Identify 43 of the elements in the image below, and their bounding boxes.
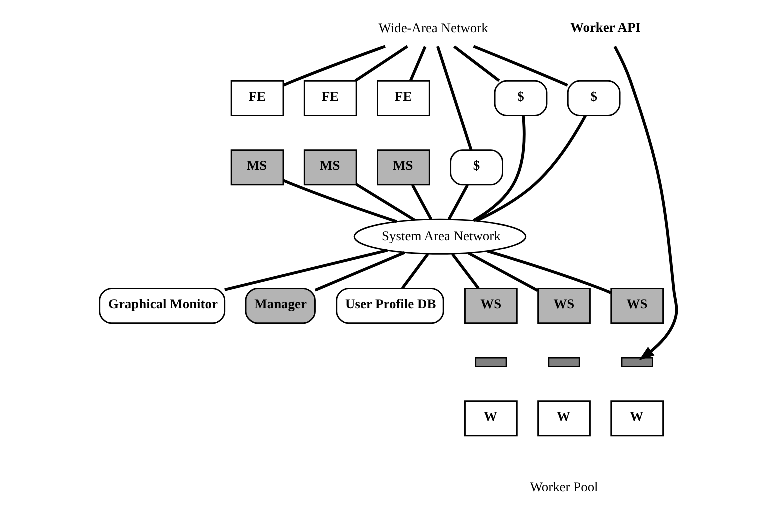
- connector: [283, 179, 398, 224]
- node-box: FE: [377, 80, 430, 116]
- connector: [476, 115, 587, 222]
- connector: [473, 116, 526, 222]
- connector: [454, 46, 500, 82]
- connector: [224, 249, 388, 292]
- node-box: FE: [304, 80, 358, 116]
- node-box: MS: [377, 150, 430, 186]
- connector: [356, 183, 416, 222]
- node-box: Manager: [245, 288, 316, 324]
- node-box: $: [450, 150, 504, 186]
- node-bar: [621, 357, 654, 368]
- node-box: $: [494, 80, 548, 116]
- connector: [436, 46, 473, 151]
- connector: [411, 184, 433, 220]
- label: Worker Pool: [530, 479, 598, 494]
- connector: [401, 253, 430, 290]
- node-box: W: [464, 400, 518, 437]
- connector: [451, 253, 480, 290]
- connector: [283, 45, 386, 87]
- node-box: W: [610, 400, 664, 437]
- node-box: WS: [464, 288, 518, 324]
- node-box: $: [567, 80, 621, 116]
- connector: [409, 46, 427, 82]
- arrow: [614, 46, 678, 361]
- node-text: Worker API: [570, 20, 641, 35]
- connector: [487, 250, 612, 294]
- node-box: FE: [230, 80, 284, 116]
- node-box: MS: [304, 150, 358, 186]
- node-bar: [475, 357, 508, 368]
- connector: [468, 252, 539, 292]
- node-box: W: [538, 400, 591, 437]
- connector: [314, 251, 406, 292]
- node-box: MS: [230, 150, 284, 186]
- node-box: WS: [538, 288, 591, 324]
- connector: [448, 184, 469, 220]
- node-box: User Profile DB: [336, 288, 444, 324]
- node-box: WS: [610, 288, 664, 324]
- node-text: Wide-Area Network: [378, 20, 488, 36]
- node-bar: [548, 357, 580, 368]
- node-box: Graphical Monitor: [99, 288, 226, 324]
- node-ellipse: System Area Network: [354, 218, 527, 255]
- connector: [473, 45, 568, 87]
